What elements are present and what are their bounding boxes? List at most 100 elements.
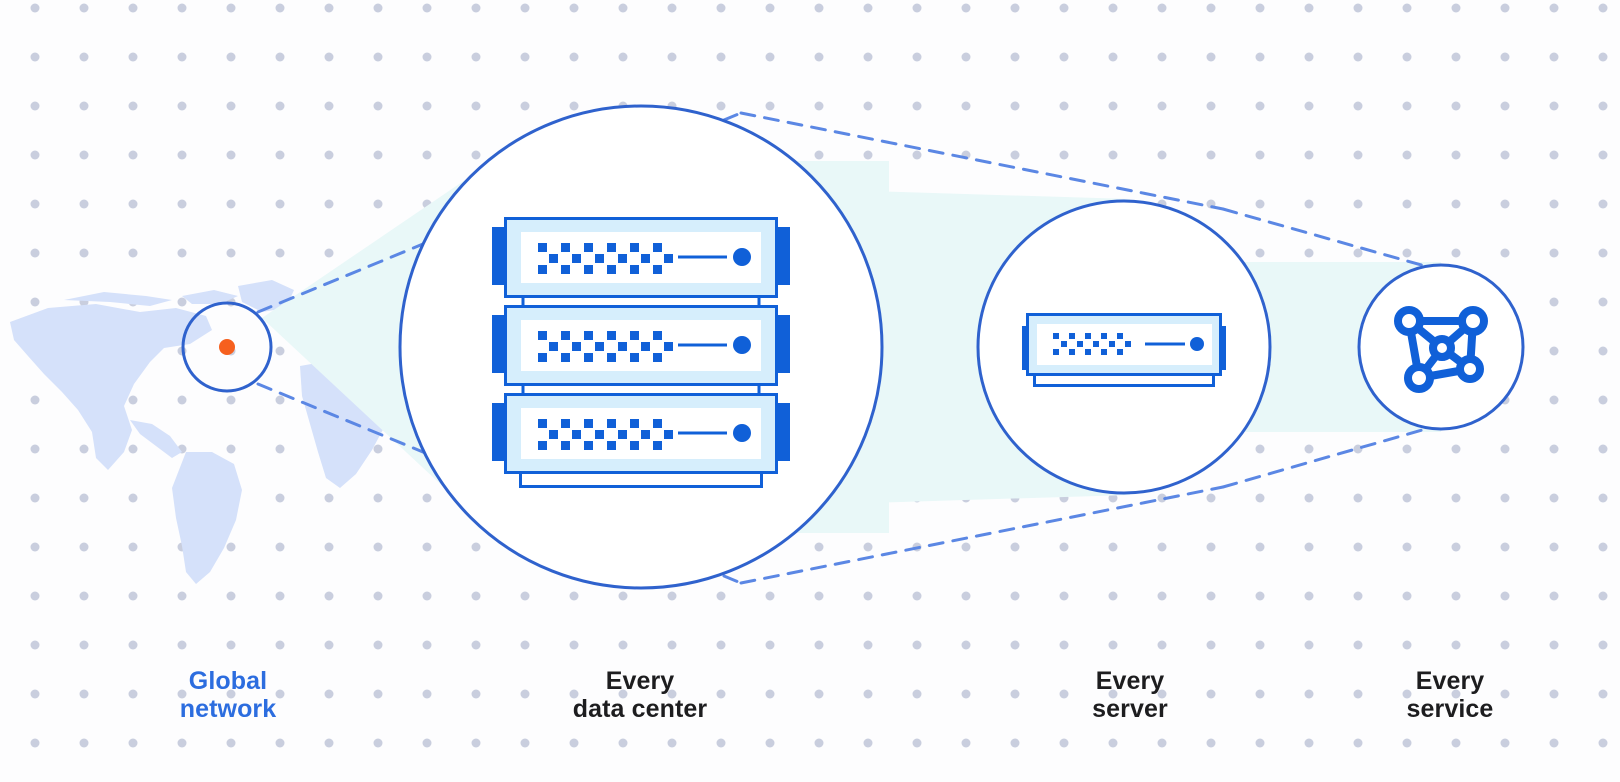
grid-dot (1059, 3, 1069, 13)
grid-dot (1304, 591, 1314, 601)
grid-dot (128, 395, 138, 405)
grid-dot (471, 591, 481, 601)
grid-dot (471, 52, 481, 62)
grid-dot (863, 591, 873, 601)
stage-label-data-center: Every data center (572, 667, 708, 723)
grid-dot (373, 444, 383, 454)
grid-dot (373, 52, 383, 62)
grid-dot (1255, 493, 1265, 503)
grid-dot (1500, 444, 1510, 454)
grid-dot (1402, 101, 1412, 111)
grid-dot (324, 738, 334, 748)
grid-dot (520, 591, 530, 601)
grid-dot (1304, 248, 1314, 258)
grid-dot (667, 52, 677, 62)
grid-dot (1353, 444, 1363, 454)
global-network-marker (219, 339, 235, 355)
grid-dot (1402, 591, 1412, 601)
grid-dot (30, 199, 40, 209)
grid-dot (177, 3, 187, 13)
grid-dot (226, 689, 236, 699)
grid-dot (1059, 150, 1069, 160)
grid-dot (814, 542, 824, 552)
grid-dot (1598, 493, 1608, 503)
grid-dot (1402, 248, 1412, 258)
grid-dot (79, 444, 89, 454)
grid-dot (1304, 493, 1314, 503)
rack-unit (492, 393, 790, 474)
grid-dot (1304, 3, 1314, 13)
grid-dot (30, 297, 40, 307)
grid-dot (1402, 689, 1412, 699)
grid-dot (1500, 199, 1510, 209)
grid-dot (863, 3, 873, 13)
grid-dot (912, 150, 922, 160)
grid-dot (1353, 3, 1363, 13)
grid-dot (1500, 591, 1510, 601)
grid-dot (1598, 395, 1608, 405)
grid-dot (373, 689, 383, 699)
grid-dot (226, 52, 236, 62)
grid-dot (30, 640, 40, 650)
grid-dot (1402, 150, 1412, 160)
grid-dot (275, 689, 285, 699)
grid-dot (471, 689, 481, 699)
grid-dot (1059, 52, 1069, 62)
grid-dot (1598, 150, 1608, 160)
grid-dot (667, 689, 677, 699)
grid-dot (1108, 101, 1118, 111)
grid-dot (1500, 101, 1510, 111)
grid-dot (128, 3, 138, 13)
grid-dot (226, 591, 236, 601)
grid-dot (1108, 640, 1118, 650)
grid-dot (1500, 542, 1510, 552)
grid-dot (569, 591, 579, 601)
grid-dot (1598, 248, 1608, 258)
grid-dot (1598, 640, 1608, 650)
grid-dot (422, 150, 432, 160)
grid-dot (569, 52, 579, 62)
grid-dot (863, 738, 873, 748)
grid-dot (422, 640, 432, 650)
grid-dot (1304, 150, 1314, 160)
grid-dot (324, 689, 334, 699)
grid-dot (1598, 542, 1608, 552)
grid-dot (1304, 199, 1314, 209)
grid-dot (275, 444, 285, 454)
grid-dot (226, 248, 236, 258)
grid-dot (1549, 395, 1559, 405)
grid-dot (1451, 101, 1461, 111)
grid-dot (716, 591, 726, 601)
grid-dot (863, 542, 873, 552)
grid-dot (373, 640, 383, 650)
grid-dot (422, 3, 432, 13)
grid-dot (1010, 738, 1020, 748)
grid-dot (1157, 493, 1167, 503)
grid-dot (912, 52, 922, 62)
grid-dot (226, 101, 236, 111)
grid-dot (79, 493, 89, 503)
grid-dot (1549, 444, 1559, 454)
grid-dot (1255, 738, 1265, 748)
network-nodes-icon (1394, 306, 1488, 393)
grid-dot (1010, 591, 1020, 601)
grid-dot (177, 395, 187, 405)
grid-dot (961, 689, 971, 699)
grid-dot (961, 591, 971, 601)
grid-dot (912, 640, 922, 650)
grid-dot (128, 689, 138, 699)
grid-dot (1255, 591, 1265, 601)
grid-dot (1549, 150, 1559, 160)
grid-dot (1255, 689, 1265, 699)
grid-dot (814, 689, 824, 699)
grid-dot (471, 738, 481, 748)
grid-dot (1059, 689, 1069, 699)
grid-dot (30, 689, 40, 699)
grid-dot (1304, 738, 1314, 748)
grid-dot (226, 395, 236, 405)
grid-dot (716, 689, 726, 699)
grid-dot (1598, 52, 1608, 62)
grid-dot (814, 150, 824, 160)
grid-dot (1206, 542, 1216, 552)
grid-dot (1402, 444, 1412, 454)
